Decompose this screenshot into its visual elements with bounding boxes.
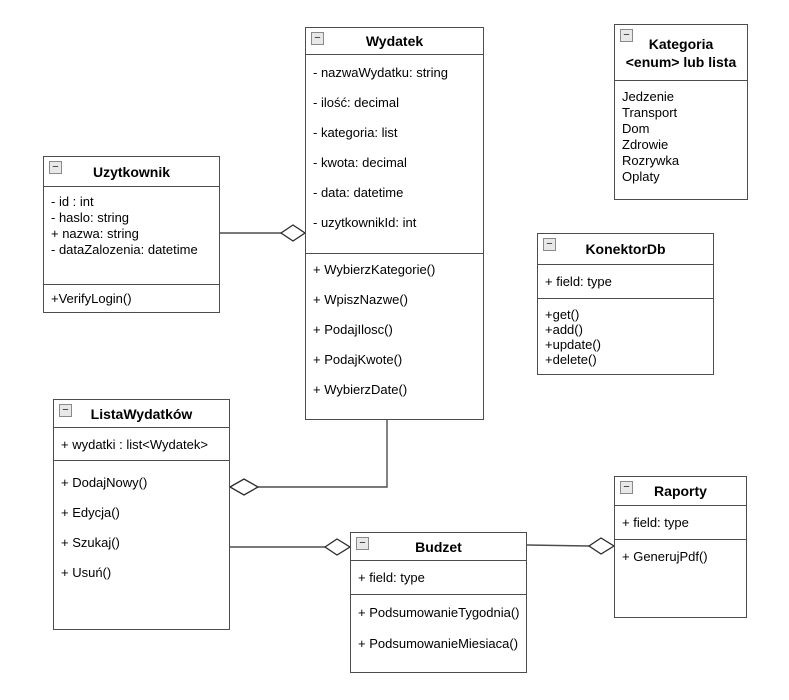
uml-class-konektordb[interactable]: − KonektorDb + field: type +get() +add()… [537, 233, 714, 375]
method: + WybierzDate() [313, 382, 408, 397]
attributes-section: - id : int - haslo: string + nazwa: stri… [44, 186, 219, 284]
class-stereotype: <enum> lub lista [625, 54, 737, 70]
attributes-section: + wydatki : list<Wydatek> [54, 427, 229, 460]
aggregation-diamond [323, 538, 352, 556]
attributes-section: + field: type [538, 264, 713, 298]
aggregation-diamond [279, 224, 307, 242]
class-title-bar: − Raporty [615, 477, 746, 505]
method: + WybierzKategorie() [313, 262, 436, 277]
connector-wydatek-listawydatkow [228, 420, 388, 496]
class-name: ListaWydatków [90, 405, 193, 422]
uml-class-raporty[interactable]: − Raporty + field: type + GenerujPdf() [614, 476, 747, 618]
enum-values-section: Jedzenie Transport Dom Zdrowie Rozrywka … [615, 80, 747, 201]
attribute: - data: datetime [313, 185, 404, 200]
enum-value: Oplaty [622, 169, 660, 184]
collapse-icon[interactable]: − [620, 481, 633, 494]
class-name: Kategoria [648, 36, 714, 52]
methods-section: + PodsumowanieTygodnia() + PodsumowanieM… [351, 594, 526, 674]
uml-class-uzytkownik[interactable]: − Uzytkownik - id : int - haslo: string … [43, 156, 220, 313]
attributes-section: + field: type [351, 560, 526, 594]
method: +add() [545, 322, 583, 337]
method: + PodajKwote() [313, 352, 403, 367]
class-title-bar: − ListaWydatków [54, 400, 229, 427]
attribute: - kategoria: list [313, 125, 398, 140]
connector-budzet-raporty [526, 537, 616, 555]
collapse-icon[interactable]: − [59, 404, 72, 417]
class-name: Raporty [654, 483, 707, 499]
attribute: - uzytkownikId: int [313, 215, 417, 230]
uml-class-kategoria[interactable]: − Kategoria <enum> lub lista Jedzenie Tr… [614, 24, 748, 200]
attribute: - ilość: decimal [313, 95, 399, 110]
class-name: KonektorDb [585, 241, 666, 257]
method: + Usuń() [61, 565, 112, 580]
collapse-icon[interactable]: − [620, 29, 633, 42]
connector-listawydatkow-budzet [230, 538, 352, 556]
enum-value: Jedzenie [622, 89, 675, 104]
connector-uzytkownik-wydatek [220, 224, 307, 242]
class-title-bar: − Uzytkownik [44, 157, 219, 186]
method: + Szukaj() [61, 535, 120, 550]
collapse-icon[interactable]: − [543, 238, 556, 251]
attribute: - id : int [51, 194, 94, 209]
attribute: - nazwaWydatku: string [313, 65, 448, 80]
uml-class-listawydatkow[interactable]: − ListaWydatków + wydatki : list<Wydatek… [53, 399, 230, 630]
method: +delete() [545, 352, 597, 367]
method: + PodsumowanieMiesiaca() [358, 636, 519, 651]
method: + DodajNowy() [61, 475, 148, 490]
method: + WpiszNazwe() [313, 292, 408, 307]
class-name: Uzytkownik [92, 163, 170, 180]
class-title-bar: − KonektorDb [538, 234, 713, 264]
uml-class-wydatek[interactable]: − Wydatek - nazwaWydatku: string - ilość… [305, 27, 484, 420]
method: +get() [545, 307, 580, 322]
class-title-bar: − Budzet [351, 533, 526, 560]
method: + Edycja() [61, 505, 120, 520]
attribute: - haslo: string [51, 210, 130, 225]
class-name: Wydatek [365, 33, 424, 49]
methods-section: + GenerujPdf() [615, 539, 746, 619]
attribute: - kwota: decimal [313, 155, 407, 170]
aggregation-diamond [228, 478, 260, 496]
attributes-section: + field: type [615, 505, 746, 539]
class-name: Budzet [415, 538, 462, 555]
collapse-icon[interactable]: − [311, 32, 324, 45]
methods-section: +get() +add() +update() +delete() [538, 298, 713, 376]
attribute: + nazwa: string [51, 226, 139, 241]
attributes-section: - nazwaWydatku: string - ilość: decimal … [306, 54, 483, 253]
uml-class-budzet[interactable]: − Budzet + field: type + PodsumowanieTyg… [350, 532, 527, 673]
attribute: - dataZalozenia: datetime [51, 242, 198, 257]
method: + PodajIlosc() [313, 322, 393, 337]
attribute: + wydatki : list<Wydatek> [61, 437, 208, 452]
method: +VerifyLogin() [51, 291, 132, 306]
collapse-icon[interactable]: − [49, 161, 62, 174]
enum-value: Transport [622, 105, 678, 120]
methods-section: +VerifyLogin() [44, 284, 219, 314]
class-title-bar: − Wydatek [306, 28, 483, 54]
enum-value: Dom [622, 121, 650, 136]
method: + PodsumowanieTygodnia() [358, 605, 520, 620]
enum-value: Zdrowie [622, 137, 669, 152]
attribute: + field: type [358, 570, 425, 585]
attribute: + field: type [545, 274, 612, 289]
attribute: + field: type [622, 515, 689, 530]
enum-value: Rozrywka [622, 153, 680, 168]
methods-section: + DodajNowy() + Edycja() + Szukaj() + Us… [54, 460, 229, 631]
collapse-icon[interactable]: − [356, 537, 369, 550]
class-title-bar: − Kategoria <enum> lub lista [615, 25, 747, 80]
method: +update() [545, 337, 602, 352]
method: + GenerujPdf() [622, 549, 708, 564]
aggregation-diamond [587, 537, 616, 555]
methods-section: + WybierzKategorie() + WpiszNazwe() + Po… [306, 253, 483, 421]
